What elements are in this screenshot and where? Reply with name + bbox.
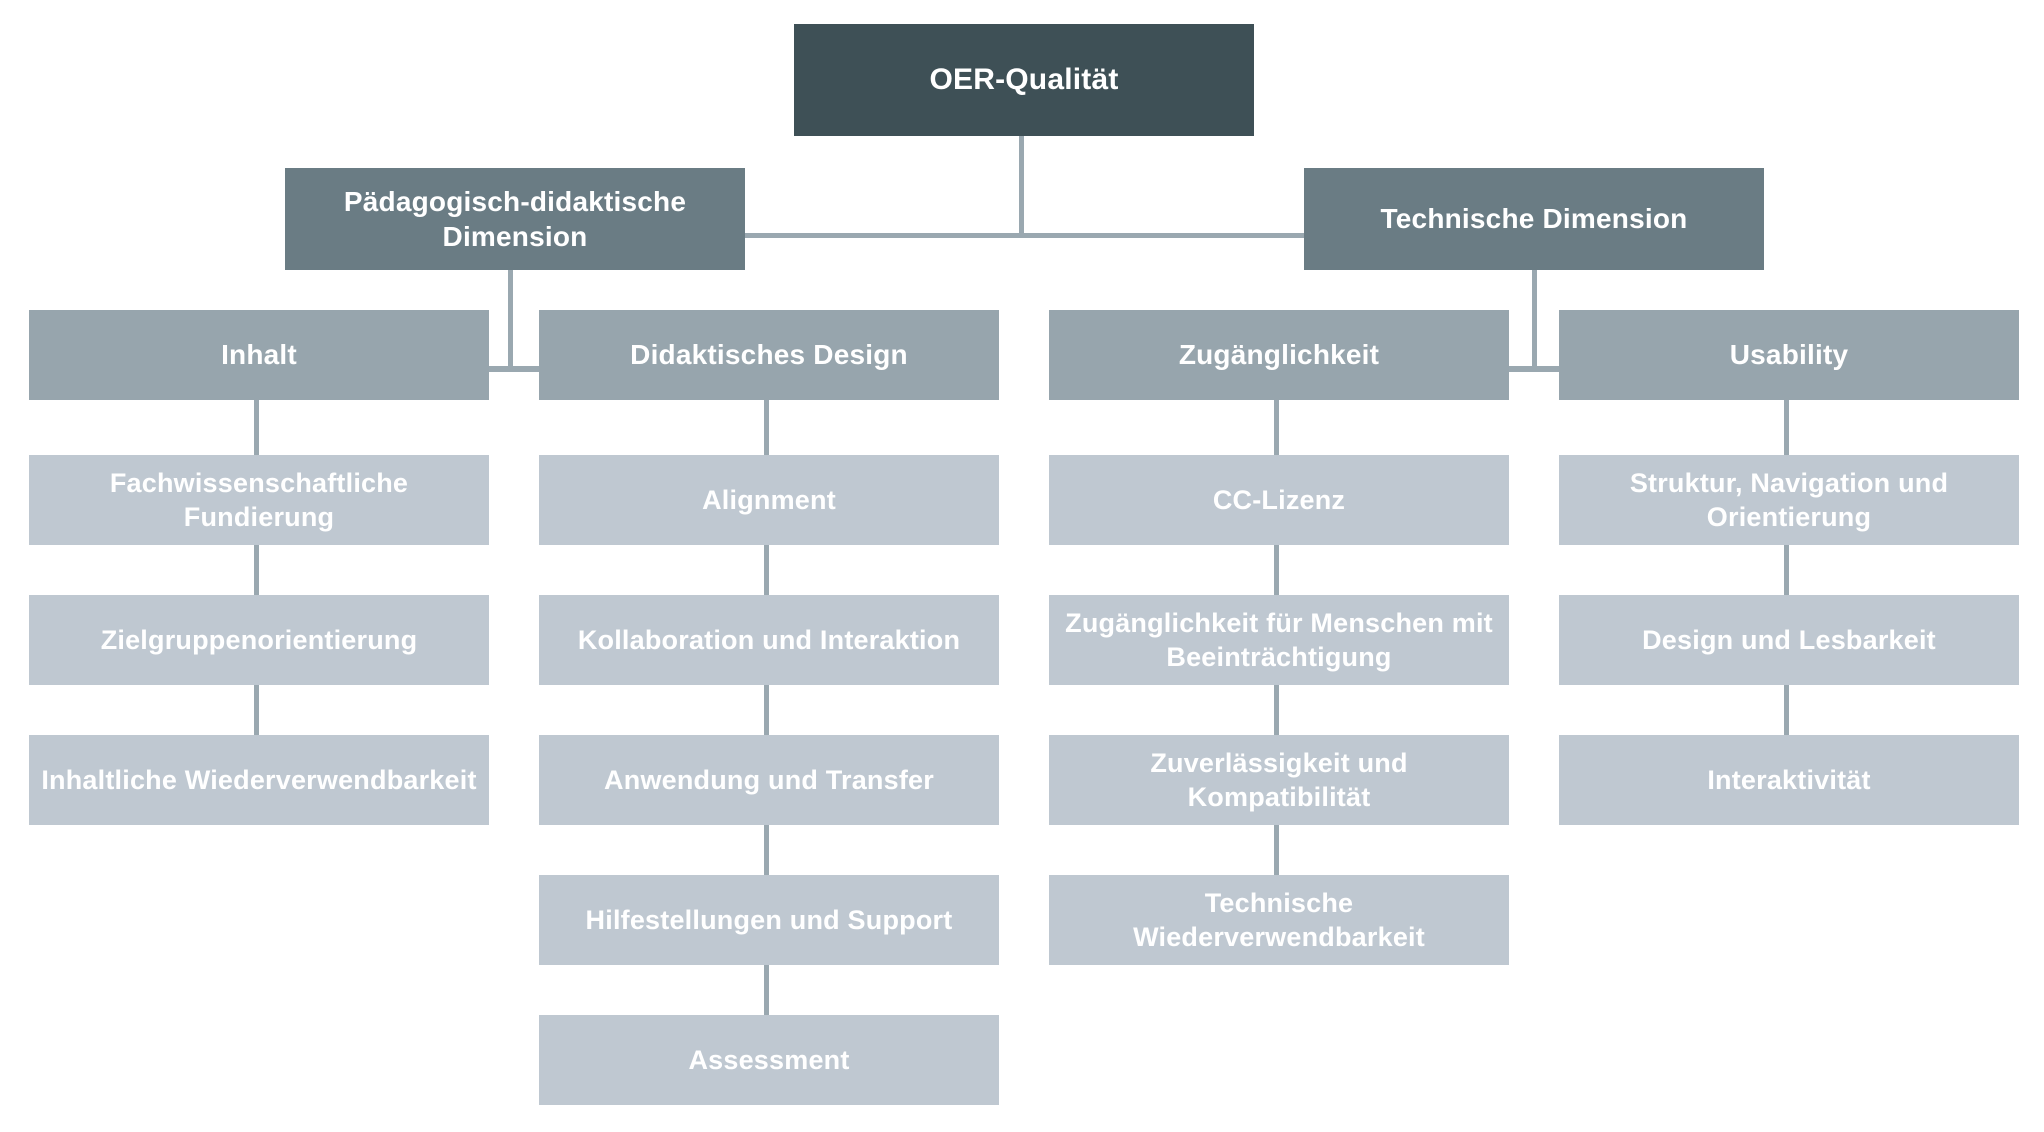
connector-col4-seg2 xyxy=(1784,540,1789,600)
node-category-inhalt[interactable]: Inhalt xyxy=(29,310,489,400)
connector-right-level3-bus xyxy=(1484,366,1584,372)
node-root-oer-qualitaet[interactable]: OER-Qualität xyxy=(794,24,1254,136)
connector-col3-seg1 xyxy=(1274,400,1279,460)
connector-col2-seg3 xyxy=(764,685,769,745)
node-dimension-paedagogisch-didaktisch[interactable]: Pädagogisch-didaktische Dimension xyxy=(285,168,745,270)
connector-right-dimension-stem xyxy=(1532,270,1537,372)
connector-col2-seg4 xyxy=(764,825,769,885)
node-criterion-zugaenglichkeit-4[interactable]: Technische Wiederverwendbarkeit xyxy=(1049,875,1509,965)
connector-root-stem xyxy=(1019,136,1024,236)
node-criterion-zugaenglichkeit-1[interactable]: CC-Lizenz xyxy=(1049,455,1509,545)
node-dimension-technische[interactable]: Technische Dimension xyxy=(1304,168,1764,270)
connector-col1-seg1 xyxy=(254,400,259,460)
node-criterion-usability-2[interactable]: Design und Lesbarkeit xyxy=(1559,595,2019,685)
node-criterion-zugaenglichkeit-3[interactable]: Zuverlässigkeit und Kompatibilität xyxy=(1049,735,1509,825)
node-criterion-didaktisches-design-5[interactable]: Assessment xyxy=(539,1015,999,1105)
connector-left-dimension-stem xyxy=(508,270,513,372)
node-criterion-usability-1[interactable]: Struktur, Navigation und Orientierung xyxy=(1559,455,2019,545)
connector-col2-seg1 xyxy=(764,400,769,460)
connector-col1-seg2 xyxy=(254,540,259,600)
node-criterion-usability-3[interactable]: Interaktivität xyxy=(1559,735,2019,825)
node-criterion-zugaenglichkeit-2[interactable]: Zugänglichkeit für Menschen mit Beeinträ… xyxy=(1049,595,1509,685)
connector-left-level3-bus xyxy=(460,366,560,372)
connector-col2-seg2 xyxy=(764,540,769,600)
node-criterion-didaktisches-design-1[interactable]: Alignment xyxy=(539,455,999,545)
connector-col4-seg1 xyxy=(1784,400,1789,460)
node-criterion-inhalt-1[interactable]: Fachwissenschaftliche Fundierung xyxy=(29,455,489,545)
node-criterion-didaktisches-design-3[interactable]: Anwendung und Transfer xyxy=(539,735,999,825)
node-category-zugaenglichkeit[interactable]: Zugänglichkeit xyxy=(1049,310,1509,400)
node-criterion-inhalt-3[interactable]: Inhaltliche Wiederverwendbarkeit xyxy=(29,735,489,825)
node-criterion-didaktisches-design-4[interactable]: Hilfestellungen und Support xyxy=(539,875,999,965)
node-criterion-inhalt-2[interactable]: Zielgruppenorientierung xyxy=(29,595,489,685)
node-category-didaktisches-design[interactable]: Didaktisches Design xyxy=(539,310,999,400)
connector-dimension-bus xyxy=(744,233,1324,238)
connector-col4-seg3 xyxy=(1784,685,1789,745)
connector-col1-seg3 xyxy=(254,685,259,745)
connector-col3-seg2 xyxy=(1274,540,1279,600)
node-criterion-didaktisches-design-2[interactable]: Kollaboration und Interaktion xyxy=(539,595,999,685)
connector-col2-seg5 xyxy=(764,965,769,1025)
node-category-usability[interactable]: Usability xyxy=(1559,310,2019,400)
connector-col3-seg4 xyxy=(1274,825,1279,885)
connector-col3-seg3 xyxy=(1274,685,1279,745)
